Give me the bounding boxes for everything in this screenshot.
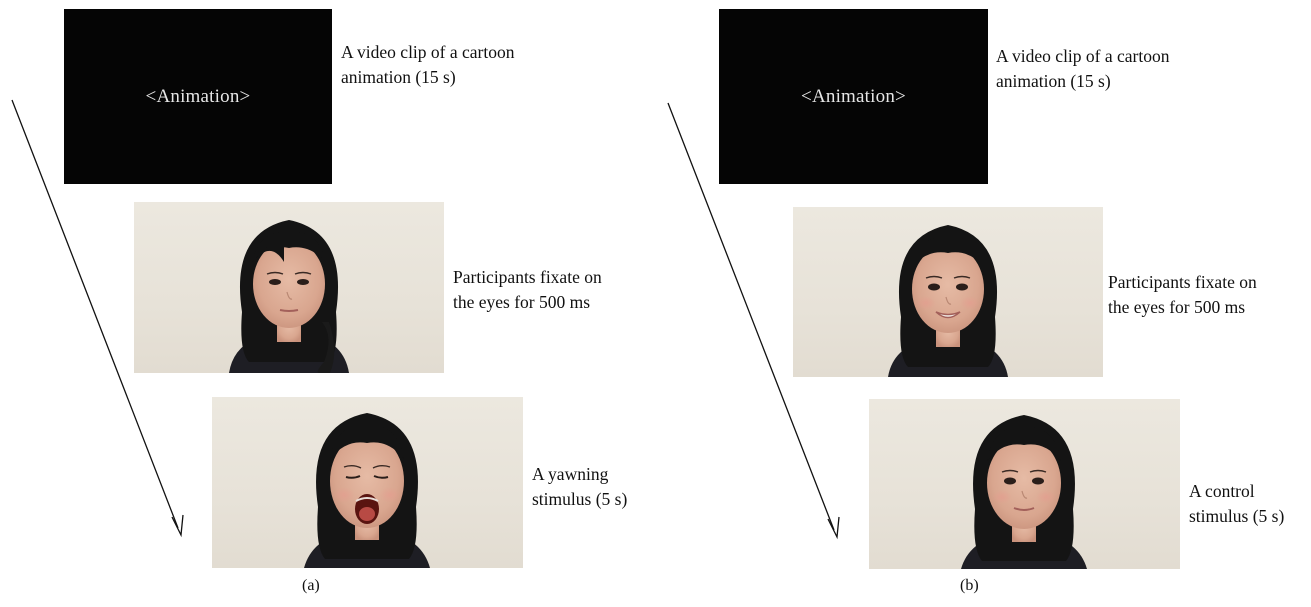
step2-line2: the eyes for 500 ms	[1108, 297, 1246, 317]
step3-description: A control stimulus (5 s)	[1189, 479, 1284, 529]
step1-line1: A video clip of a cartoon	[996, 46, 1170, 66]
step1-description: A video clip of a cartoon animation (15 …	[341, 40, 515, 90]
neutral-face-photo	[134, 202, 444, 373]
step1-line2: animation (15 s)	[996, 71, 1111, 91]
step3-line2: stimulus (5 s)	[532, 489, 628, 509]
face-illustration	[229, 220, 349, 373]
animation-frame: <Animation>	[64, 9, 332, 184]
panel-caption: (a)	[302, 577, 320, 594]
step3-line2: stimulus (5 s)	[1189, 506, 1285, 526]
step1-line2: animation (15 s)	[341, 67, 456, 87]
step1-line1: A video clip of a cartoon	[341, 42, 515, 62]
face-illustration	[961, 415, 1087, 569]
arrow-icon	[667, 102, 840, 540]
panel-b: <Animation> A video clip of a cartoon an…	[655, 0, 1311, 607]
step2-line1: Participants fixate on	[1108, 272, 1257, 292]
step2-description: Participants fixate on the eyes for 500 …	[1108, 270, 1257, 320]
animation-label: <Animation>	[145, 85, 251, 107]
face-illustration	[304, 413, 430, 568]
step3-description: A yawning stimulus (5 s)	[532, 462, 627, 512]
arrow-icon	[11, 99, 184, 538]
face-illustration	[888, 225, 1008, 377]
yawning-face-photo	[212, 397, 523, 568]
control-face-photo	[869, 399, 1180, 569]
step3-line1: A yawning	[532, 464, 609, 484]
panel-a: <Animation> A video clip of a cartoon an…	[0, 0, 650, 607]
step2-description: Participants fixate on the eyes for 500 …	[453, 265, 602, 315]
panel-caption: (b)	[960, 577, 979, 594]
animation-frame: <Animation>	[719, 9, 988, 184]
smiling-face-photo	[793, 207, 1103, 377]
step2-line1: Participants fixate on	[453, 267, 602, 287]
step3-line1: A control	[1189, 481, 1255, 501]
animation-label: <Animation>	[801, 85, 906, 107]
step1-description: A video clip of a cartoon animation (15 …	[996, 44, 1170, 94]
step2-line2: the eyes for 500 ms	[453, 292, 591, 312]
